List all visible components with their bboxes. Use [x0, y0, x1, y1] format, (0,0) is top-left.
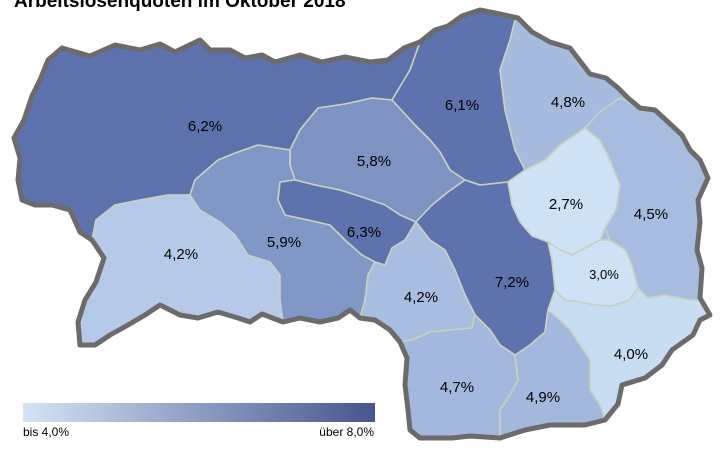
label-murtal: 5,9%	[267, 234, 301, 251]
label-bruck-muerzzuschlag: 6,1%	[445, 97, 479, 114]
label-deutschlandsberg: 4,7%	[440, 379, 474, 396]
page-title: Arbeitslosenquoten im Oktober 2018	[14, 0, 346, 12]
label-graz-stadt: 7,2%	[495, 274, 529, 291]
label-murau: 4,2%	[164, 246, 198, 263]
legend-min-label: bis 4,0%	[23, 425, 70, 439]
label-graz-umgebung-north: 2,7%	[549, 196, 583, 213]
label-weiz-north: 4,8%	[551, 94, 585, 111]
label-suedoststeiermark: 4,0%	[614, 346, 648, 363]
legend-max-label: über 8,0%	[319, 425, 374, 439]
label-leoben: 5,8%	[357, 153, 391, 170]
label-murtal-east: 6,3%	[347, 224, 381, 241]
label-hartberg-fuerstenfeld: 4,5%	[634, 206, 668, 223]
region-leibnitz	[499, 309, 606, 438]
legend-gradient-bar	[23, 403, 375, 422]
label-graz-umgebung-south: 3,0%	[589, 267, 619, 282]
region-deutschlandsberg	[379, 314, 519, 438]
label-liezen: 6,2%	[188, 118, 222, 135]
label-voitsberg: 4,2%	[404, 289, 438, 306]
label-leibnitz: 4,9%	[526, 389, 560, 406]
